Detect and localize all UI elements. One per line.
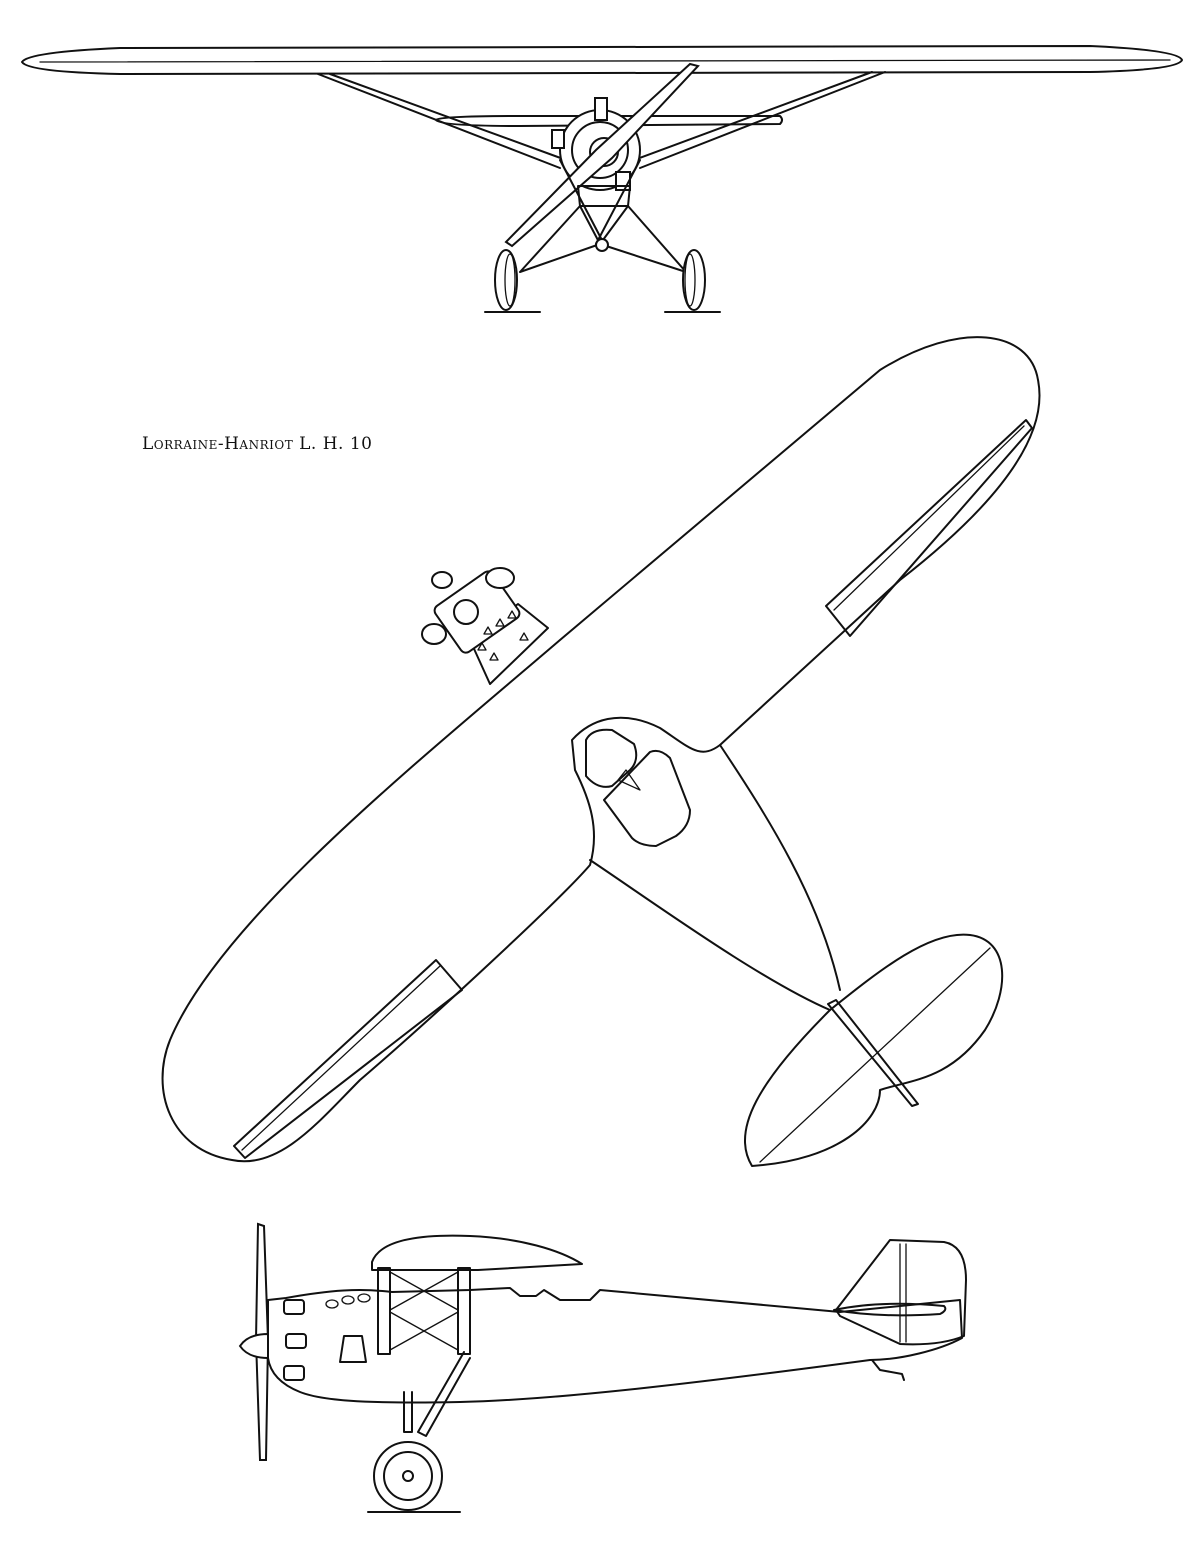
plan-fin: [827, 999, 919, 1107]
plan-view: [161, 336, 1041, 1167]
plan-wing: [161, 336, 1041, 1163]
side-tail-skid: [871, 1359, 905, 1381]
side-window: [339, 1335, 367, 1363]
plan-engine: [421, 567, 529, 661]
side-wing: [371, 1234, 583, 1271]
plan-cockpit-rear: [603, 749, 691, 847]
front-wing: [21, 45, 1183, 75]
plan-aileron-left: [233, 959, 463, 1159]
side-view: [238, 1222, 967, 1513]
side-fuselage: [267, 1287, 963, 1404]
plan-tailplane: [743, 933, 1004, 1167]
plan-aileron-right: [825, 419, 1033, 637]
side-engine: [283, 1293, 371, 1381]
front-view: [21, 45, 1183, 313]
side-tail-fin: [835, 1239, 967, 1346]
front-landing-gear: [519, 159, 687, 273]
side-stabilizer: [833, 1302, 947, 1317]
front-wheel-right: [682, 249, 706, 311]
plan-fuselage-rear: [589, 744, 841, 1011]
side-landing-gear: [403, 1351, 471, 1437]
front-wheel-left: [494, 249, 518, 311]
side-cabane-struts: [377, 1267, 471, 1355]
front-tailplane: [435, 115, 783, 127]
plan-cockpit-front: [585, 728, 638, 788]
side-spinner: [238, 1332, 269, 1360]
front-propeller: [504, 62, 700, 248]
aircraft-title: Lorraine-Hanriot L. H. 10: [142, 434, 373, 454]
